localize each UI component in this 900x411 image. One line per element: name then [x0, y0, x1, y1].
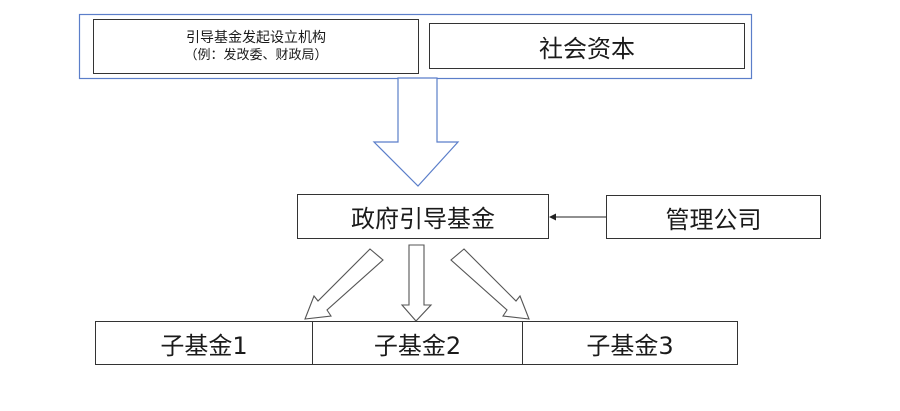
- sub-fund-3-box: 子基金3: [522, 321, 738, 365]
- management-company-box: 管理公司: [606, 195, 821, 239]
- arrow-to-subfund-3: [450, 248, 530, 320]
- sub-fund-1-box: 子基金1: [95, 321, 313, 365]
- founding-institution-box: 引导基金发起设立机构 （例：发改委、财政局）: [93, 19, 419, 74]
- funding-arrow: [372, 77, 460, 187]
- founding-institution-title: 引导基金发起设立机构: [186, 30, 326, 46]
- arrow-to-subfund-2: [400, 244, 433, 322]
- social-capital-box: 社会资本: [429, 23, 745, 69]
- management-arrowhead: [549, 213, 556, 221]
- founding-institution-example: （例：发改委、财政局）: [184, 48, 328, 63]
- government-guidance-fund-box: 政府引导基金: [297, 194, 549, 239]
- arrow-to-subfund-1: [304, 248, 384, 320]
- sub-fund-2-box: 子基金2: [312, 321, 523, 365]
